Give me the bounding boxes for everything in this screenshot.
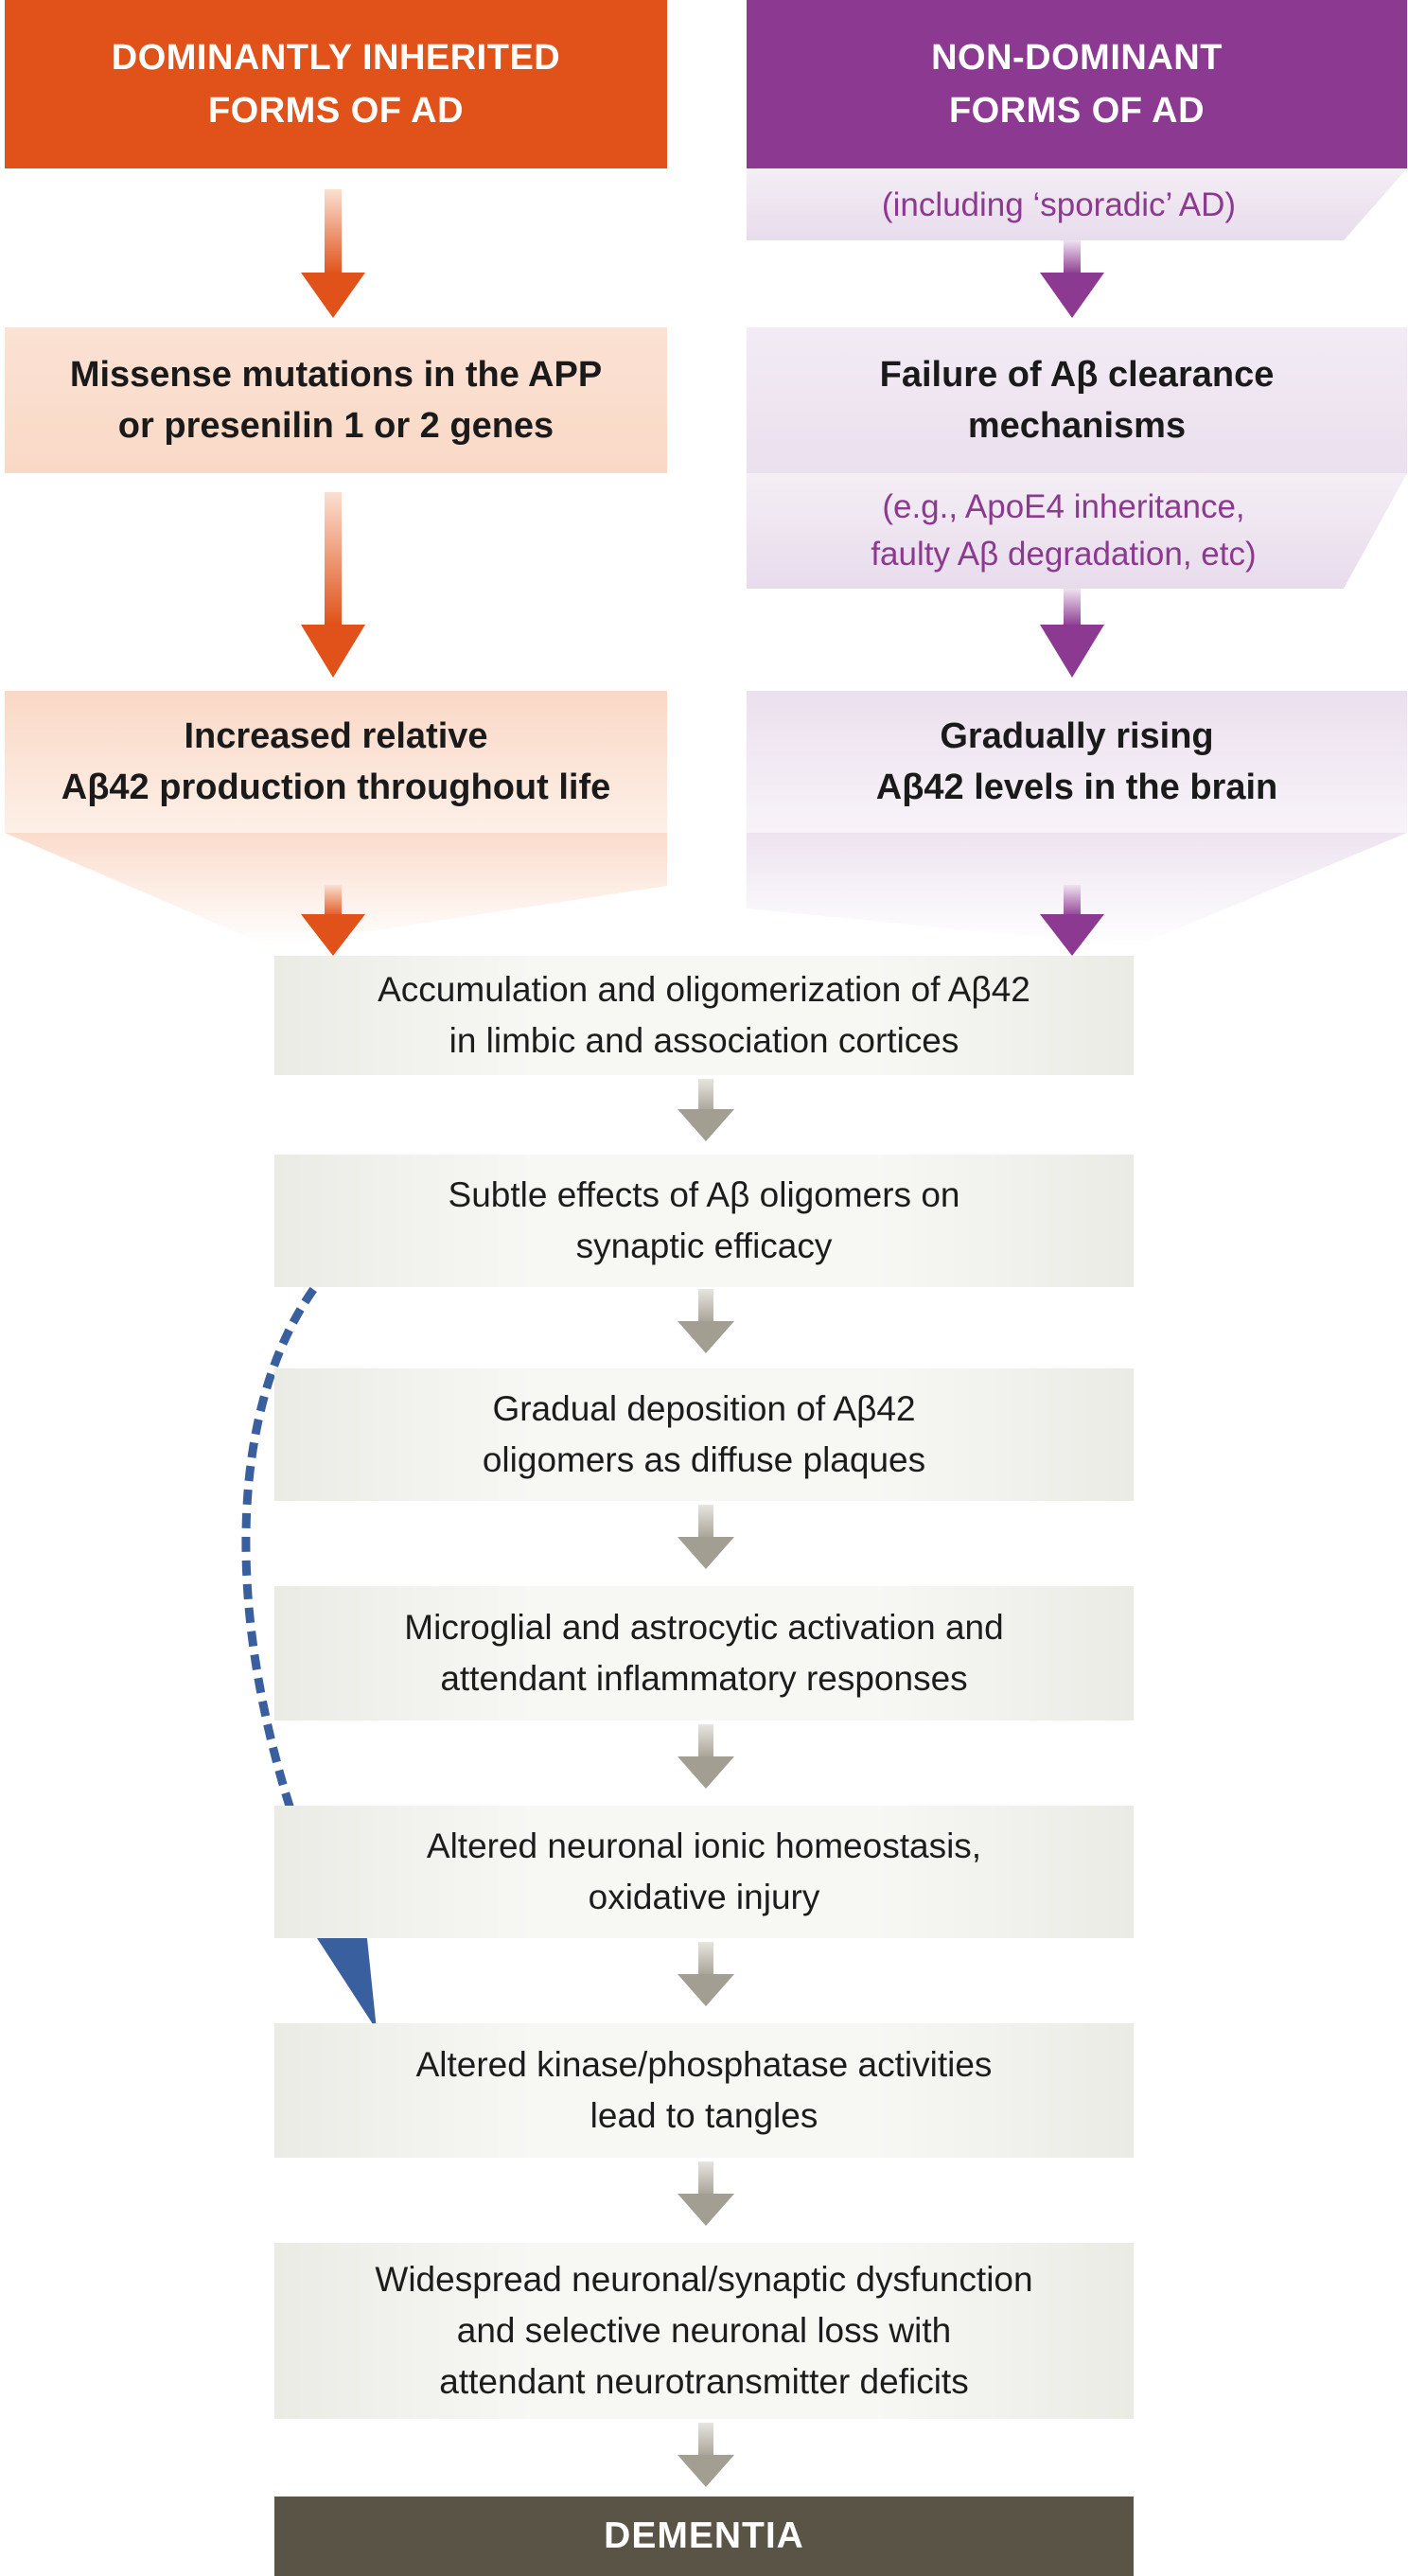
arrow-down-icon [678,1505,734,1569]
cascade-step-inflammation: Microglial and astrocytic activation and… [274,1586,1134,1720]
cascade-step-tangles: Altered kinase/phosphatase activities le… [274,2023,1134,2158]
right-note-sporadic: (including ‘sporadic’ AD) [881,186,1237,223]
right-box1-bg [747,327,1407,473]
left-header-bar [5,0,667,168]
right-note-apoe4: (e.g., ApoE4 inheritance, faulty Aβ degr… [871,488,1257,573]
arrow-down-icon [678,1942,734,2006]
cascade-step-synaptic-effects: Subtle effects of Aβ oligomers on synapt… [274,1155,1134,1287]
right-box-rising: Gradually rising Aβ42 levels in the brai… [875,716,1278,807]
cascade-step-deposition: Gradual deposition of Aβ42 oligomers as … [274,1368,1134,1501]
right-header-bar [747,0,1407,168]
right-box-clearance: Failure of Aβ clearance mechanisms [879,355,1275,446]
arrow-down-icon [678,1724,734,1789]
arrow-down-icon [301,492,365,678]
left-header: DOMINANTLY INHERITED FORMS OF AD [111,38,561,131]
arrow-down-icon [301,189,365,318]
right-box2-bg [747,691,1407,833]
arrow-down-icon [678,2161,734,2226]
arrow-down-icon [678,1079,734,1141]
arrow-down-icon [1040,885,1104,956]
left-box2-bg [5,691,667,833]
cascade-step-accumulation: Accumulation and oligomerization of Aβ42… [274,956,1134,1075]
arrow-down-icon [678,2423,734,2487]
arrow-down-icon [1040,589,1104,678]
arrow-down-icon [1040,240,1104,318]
left-box1-bg [5,327,667,473]
cascade-step-homeostasis: Altered neuronal ionic homeostasis, oxid… [274,1806,1134,1938]
dementia-bar: DEMENTIA [274,2497,1134,2576]
arrow-down-icon [301,885,365,956]
left-box-production: Increased relative Aβ42 production throu… [61,716,611,807]
right-note2-bg [747,473,1407,589]
cascade-step-neuronal-loss: Widespread neuronal/synaptic dysfunction… [274,2243,1134,2419]
right-note1-bg [747,168,1407,240]
right-header: NON-DOMINANT FORMS OF AD [931,38,1223,131]
arrow-down-icon [678,1289,734,1353]
left-box-mutations: Missense mutations in the APP or preseni… [69,355,603,446]
